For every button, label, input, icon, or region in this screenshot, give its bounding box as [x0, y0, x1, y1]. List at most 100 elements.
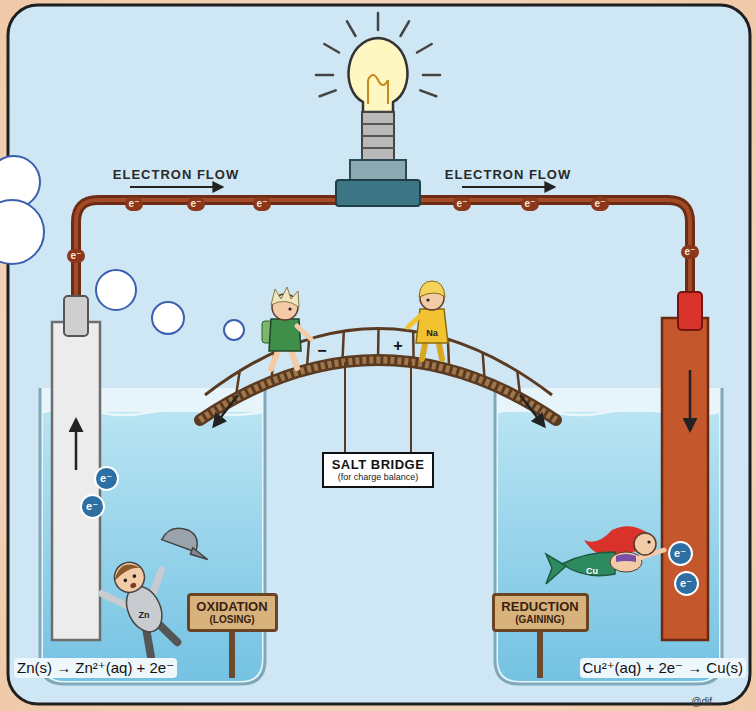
electron-bead: e⁻	[681, 245, 700, 259]
flow-label-slot: ELECTRON FLOW	[445, 165, 571, 183]
flow-arrow	[130, 186, 222, 188]
watermark: @dif	[691, 696, 712, 707]
thought-bubbles	[224, 320, 244, 340]
cation-kid	[408, 281, 448, 359]
element-tag-slot: Cu	[586, 560, 598, 578]
element-tag-slot: Na	[426, 322, 438, 340]
electron-bead: e⁻	[591, 197, 610, 211]
light-rays	[417, 44, 432, 53]
electron-bead: e⁻	[521, 197, 540, 211]
light-rays	[420, 90, 436, 96]
copper-electrode	[678, 292, 702, 330]
zinc-boy	[129, 582, 137, 589]
motion-arrow	[214, 395, 238, 426]
light-bulb	[362, 123, 394, 125]
frame-panel	[8, 5, 750, 704]
electron-symbol: e⁻	[680, 577, 692, 589]
copper-mermaid	[616, 554, 636, 562]
charge-sign-slot: −	[315, 342, 328, 360]
electron-bead: e⁻	[67, 249, 86, 263]
electron-bead: e⁻	[453, 197, 472, 211]
sign-heading: REDUCTION	[501, 599, 580, 614]
electron-bead-slot: e⁻	[187, 193, 206, 211]
sign-heading: SALT BRIDGE	[331, 457, 425, 472]
anion-kid	[288, 307, 291, 310]
wire	[420, 200, 690, 294]
light-bulb	[368, 75, 388, 104]
electron-bead: e⁻	[253, 197, 272, 211]
charge-sign: +	[391, 338, 404, 354]
salt-bridge	[200, 329, 556, 457]
copper-electrode	[662, 318, 708, 640]
anion-kid	[291, 349, 297, 368]
element-tag-slot: Zn	[139, 604, 150, 622]
zinc-electrode	[52, 322, 100, 640]
floating-cap	[162, 523, 202, 552]
anion-kid	[297, 326, 311, 339]
cation-kid	[408, 316, 420, 327]
bridge-sign: SALT BRIDGE(for charge balance)	[322, 452, 434, 488]
element-tag: Cu	[586, 566, 598, 576]
light-bulb	[362, 147, 394, 149]
electron-symbol: e⁻	[86, 500, 98, 512]
flow-label-slot: ELECTRON FLOW	[113, 165, 239, 183]
salt-bridge	[344, 362, 346, 456]
half-equation: Zn(s) → Zn²⁺(aq) + 2e⁻	[14, 658, 177, 678]
electron-bead-slot: e⁻	[67, 245, 86, 263]
electron-symbol: e⁻	[674, 547, 686, 559]
zinc-boy	[110, 559, 141, 581]
copper-mermaid	[610, 552, 642, 572]
floating-cap	[160, 523, 215, 561]
thought-bubbles	[96, 270, 136, 310]
charge-sign: −	[315, 343, 328, 359]
zinc-boy	[110, 557, 150, 597]
cation-kid	[419, 281, 445, 297]
half-equation: Cu²⁺(aq) + 2e⁻ → Cu(s)	[580, 658, 746, 678]
electron-bead-slot: e⁻	[125, 193, 144, 211]
zinc-electrode	[52, 296, 100, 640]
oxidation-sign: OXIDATION(LOSING)	[187, 593, 278, 632]
thought-bubbles	[0, 200, 44, 264]
half-equation-slot: Cu²⁺(aq) + 2e⁻ → Cu(s)	[580, 658, 746, 678]
anion-kid	[262, 287, 311, 369]
element-tag: Na	[426, 328, 438, 338]
flow-label: ELECTRON FLOW	[445, 167, 571, 182]
cation-kid	[426, 298, 429, 301]
copper-mermaid	[546, 554, 566, 584]
light-bulb	[362, 135, 394, 137]
light-rays	[324, 44, 339, 53]
light-bulb	[362, 112, 394, 160]
electron-bead-slot: e⁻	[591, 193, 610, 211]
electron-particle: e⁻	[94, 466, 119, 491]
zinc-boy	[123, 578, 128, 583]
wire	[420, 200, 690, 294]
electron-particle: e⁻	[80, 494, 105, 519]
flow-label: ELECTRON FLOW	[113, 167, 239, 182]
copper-electrode	[662, 292, 708, 640]
half-equation-slot: Zn(s) → Zn²⁺(aq) + 2e⁻	[14, 658, 177, 678]
light-rays	[423, 74, 440, 77]
motion-arrow	[520, 395, 544, 426]
light-rays	[401, 21, 410, 36]
zinc-boy	[94, 550, 193, 664]
element-tag: Zn	[139, 610, 150, 620]
electron-bead-slot: e⁻	[521, 193, 540, 211]
copper-mermaid	[647, 540, 650, 543]
copper-mermaid	[562, 552, 615, 576]
light-bulb	[336, 38, 420, 206]
copper-mermaid	[634, 533, 656, 555]
anion-kid	[271, 287, 299, 307]
sign-subtext: (LOSING)	[196, 614, 269, 626]
light-rays	[377, 13, 380, 30]
thought-bubbles	[152, 302, 184, 334]
zinc-electrode	[75, 420, 78, 470]
zinc-boy	[132, 574, 137, 579]
light-bulb	[350, 160, 406, 180]
reduction-sign: REDUCTION(GAINING)	[492, 593, 589, 632]
electron-bead: e⁻	[187, 197, 206, 211]
sign-subtext: (for charge balance)	[331, 472, 425, 483]
anion-kid	[271, 349, 279, 369]
